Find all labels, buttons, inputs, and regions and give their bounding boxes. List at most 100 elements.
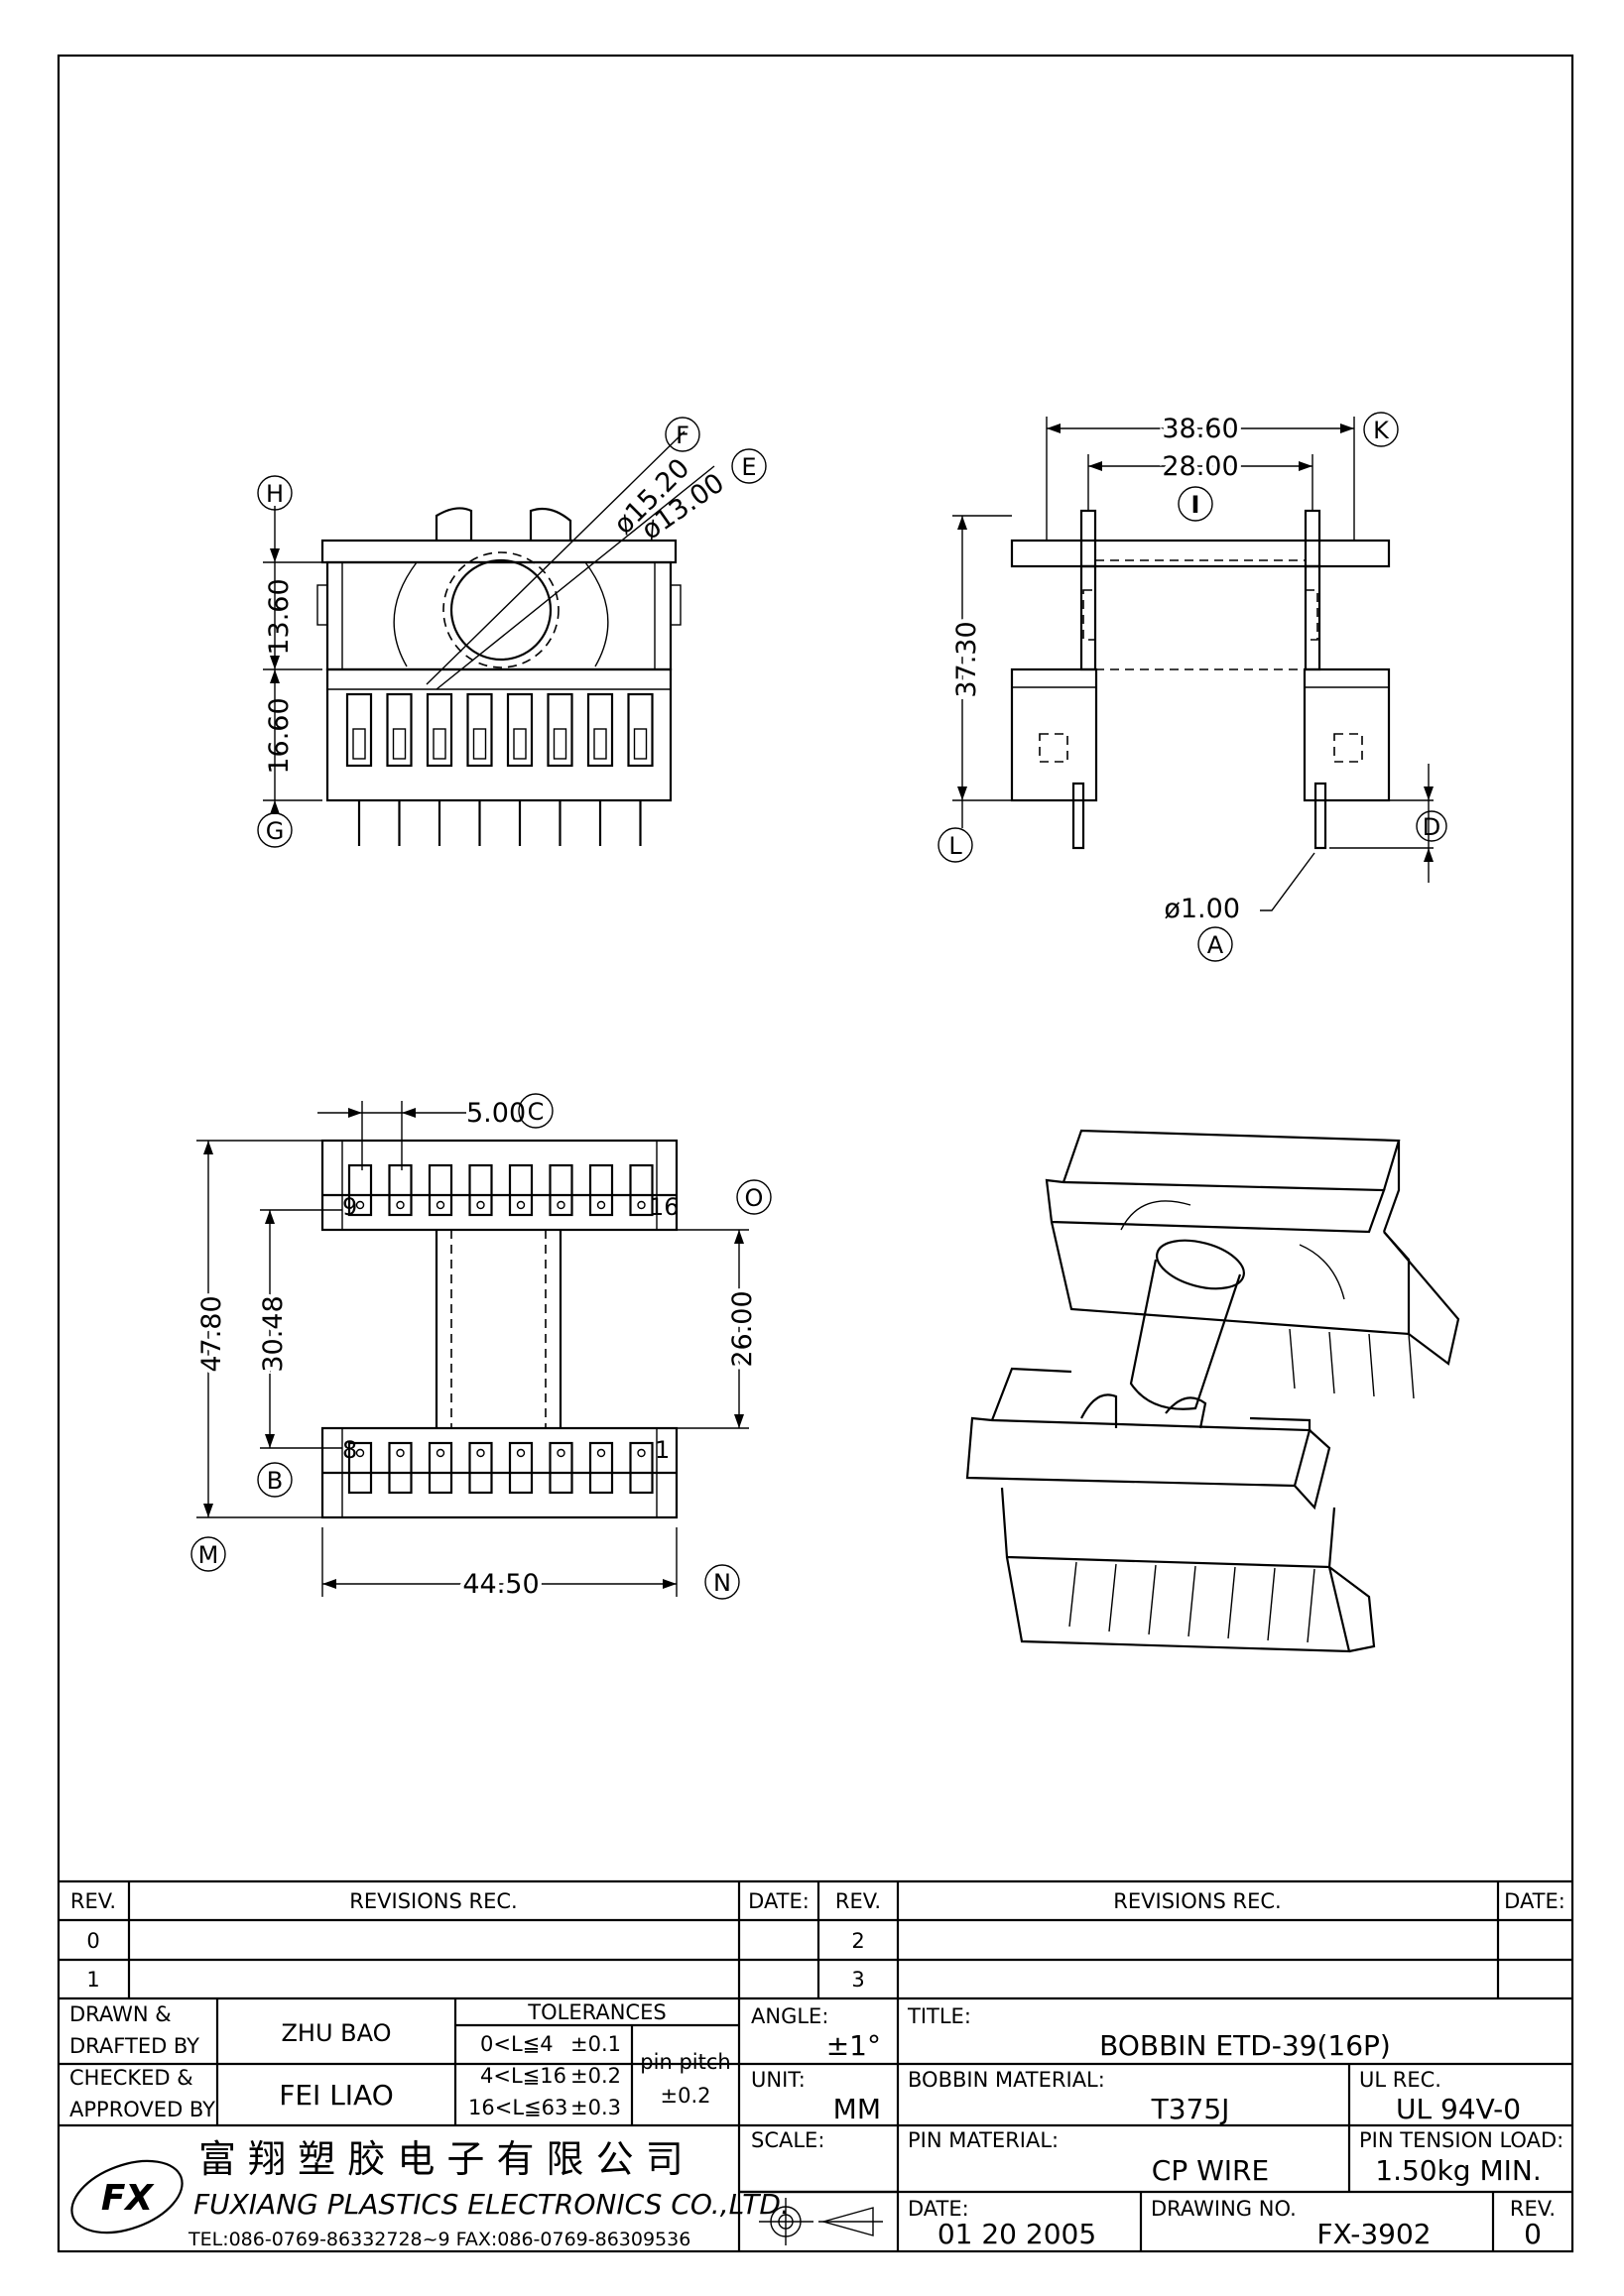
dim-pin-dia: ø1.00 bbox=[1164, 894, 1240, 924]
pin-pad bbox=[588, 1163, 614, 1217]
date-header-left: DATE: bbox=[748, 1889, 810, 1913]
scale-label: SCALE: bbox=[751, 2128, 824, 2152]
dim-inner: 26.00 bbox=[727, 1290, 758, 1367]
side-view: 38.60 K 28.00 I 37.30 L D ø1.00 A bbox=[937, 410, 1447, 962]
callout-n: N bbox=[713, 1569, 731, 1597]
tol-value-2: ±0.3 bbox=[570, 2096, 621, 2119]
tol-range-2: 16<L≦63 bbox=[468, 2096, 567, 2119]
pin-1-label: 1 bbox=[655, 1436, 670, 1464]
ul-rec-value: UL 94V-0 bbox=[1396, 2093, 1521, 2125]
unit-value: MM bbox=[833, 2093, 881, 2125]
rev-value: 0 bbox=[1524, 2218, 1542, 2250]
pin-slot bbox=[386, 692, 413, 768]
company-contact: TEL:086-0769-86332728~9 FAX:086-0769-863… bbox=[187, 2229, 690, 2250]
callout-o: O bbox=[745, 1184, 764, 1212]
checked-value: FEI LIAO bbox=[279, 2079, 394, 2112]
dim-height-top: 13.60 bbox=[264, 578, 295, 655]
callout-k: K bbox=[1373, 417, 1390, 444]
company-name-cn: 富 翔 塑 胶 电 子 有 限 公 司 bbox=[198, 2137, 684, 2181]
dim-width-inner: 28.00 bbox=[1162, 451, 1238, 482]
callout-a: A bbox=[1207, 931, 1224, 959]
sheet-border bbox=[57, 54, 1574, 2253]
bobbin-material-label: BOBBIN MATERIAL: bbox=[908, 2068, 1105, 2092]
drawn-label-1: DRAWN & bbox=[69, 2002, 172, 2026]
callout-b: B bbox=[267, 1467, 283, 1495]
tol-range-1: 4<L≦16 bbox=[480, 2064, 566, 2088]
callout-h: H bbox=[266, 480, 284, 508]
callout-e: E bbox=[741, 453, 756, 481]
pin-pad bbox=[508, 1163, 534, 1217]
pin-tension-value: 1.50kg MIN. bbox=[1375, 2154, 1542, 2187]
pin-slot bbox=[627, 692, 654, 768]
pin-pad bbox=[388, 1163, 413, 1217]
core-outer-circle bbox=[442, 551, 560, 668]
pin-pitch-value: ±0.2 bbox=[661, 2084, 711, 2108]
dim-length: 47.80 bbox=[196, 1295, 227, 1372]
pin-slot bbox=[586, 692, 614, 768]
pin-pad bbox=[508, 1441, 534, 1495]
pin-8-label: 8 bbox=[342, 1436, 357, 1464]
pin-16-label: 16 bbox=[649, 1193, 680, 1221]
title-block: REV. REVISIONS REC. DATE: REV. REVISIONS… bbox=[59, 1879, 1572, 2251]
drawing-no-value: FX-3902 bbox=[1316, 2218, 1431, 2250]
rev-row-0: 0 bbox=[86, 1929, 99, 1953]
company-logo: FX bbox=[70, 2159, 184, 2235]
callout-c: C bbox=[528, 1098, 545, 1126]
tol-value-1: ±0.2 bbox=[570, 2064, 621, 2088]
core-inner-circle bbox=[449, 558, 553, 662]
callout-m: M bbox=[198, 1541, 219, 1569]
ul-rec-label: UL REC. bbox=[1359, 2068, 1441, 2092]
pin-pad bbox=[629, 1163, 654, 1217]
pin-pitch-label: pin pitch bbox=[640, 2050, 730, 2074]
rev-row-1: 1 bbox=[86, 1968, 99, 1992]
company-name-en: FUXIANG PLASTICS ELECTRONICS CO.,LTD. bbox=[193, 2188, 790, 2221]
pin-pad bbox=[468, 1163, 493, 1217]
pin-pad bbox=[347, 1163, 373, 1217]
date-label: DATE: bbox=[908, 2197, 969, 2221]
rev-row-2: 2 bbox=[851, 1929, 864, 1953]
isometric-view bbox=[965, 1129, 1460, 1653]
checked-label-1: CHECKED & bbox=[69, 2066, 193, 2090]
date-value: 01 20 2005 bbox=[937, 2218, 1096, 2250]
pin-pad bbox=[428, 1441, 453, 1495]
pin-pad bbox=[588, 1441, 614, 1495]
revisions-header-right: REVISIONS REC. bbox=[1113, 1889, 1281, 1913]
dim-height-bottom: 16.60 bbox=[264, 697, 295, 774]
callout-i: I bbox=[1191, 491, 1200, 519]
pin-pad bbox=[468, 1441, 493, 1495]
logo-letters: FX bbox=[101, 2178, 156, 2219]
drawing-no-label: DRAWING NO. bbox=[1151, 2197, 1297, 2221]
pin-slot bbox=[466, 692, 493, 768]
callout-f: F bbox=[676, 422, 689, 449]
pin-pad bbox=[428, 1163, 453, 1217]
callout-d: D bbox=[1423, 813, 1440, 841]
dim-row-span: 30.48 bbox=[258, 1295, 289, 1372]
projection-symbol bbox=[759, 2198, 883, 2245]
tol-value-0: ±0.1 bbox=[570, 2032, 621, 2056]
dim-width-outer: 38.60 bbox=[1162, 414, 1238, 444]
pin-tension-label: PIN TENSION LOAD: bbox=[1359, 2128, 1563, 2152]
bottom-view: 9 16 8 1 5.00 C O 47.80 30.48 26.0 bbox=[190, 1093, 772, 1604]
pin-slot bbox=[345, 692, 373, 768]
rev-label: REV. bbox=[1510, 2197, 1556, 2221]
pin-slot bbox=[426, 692, 453, 768]
tol-range-0: 0<L≦4 bbox=[480, 2032, 554, 2056]
title-value: BOBBIN ETD-39(16P) bbox=[1099, 2029, 1391, 2062]
pin-pad bbox=[549, 1441, 573, 1495]
drawn-value: ZHU BAO bbox=[281, 2019, 391, 2047]
pin-pad bbox=[629, 1441, 654, 1495]
pin-material-value: CP WIRE bbox=[1152, 2154, 1269, 2187]
callout-g: G bbox=[266, 817, 285, 845]
rev-header-left: REV. bbox=[70, 1889, 116, 1913]
rev-row-3: 3 bbox=[851, 1968, 864, 1992]
callout-l: L bbox=[948, 832, 962, 860]
checked-label-2: APPROVED BY bbox=[69, 2098, 215, 2121]
bobbin-material-value: T375J bbox=[1151, 2093, 1230, 2125]
angle-label: ANGLE: bbox=[751, 2004, 828, 2028]
pin-slot bbox=[506, 692, 534, 768]
pin-9-label: 9 bbox=[342, 1193, 357, 1221]
dim-pitch: 5.00 bbox=[466, 1098, 526, 1129]
dim-width: 44.50 bbox=[462, 1569, 539, 1600]
pin-material-label: PIN MATERIAL: bbox=[908, 2128, 1059, 2152]
